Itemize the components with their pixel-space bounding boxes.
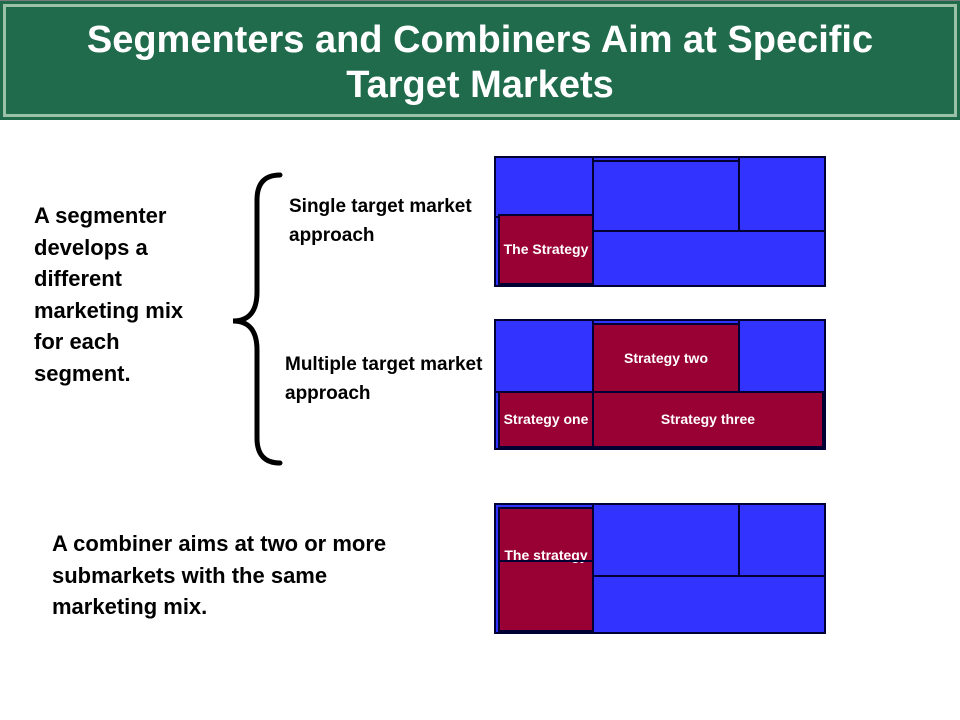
cell-divider — [498, 560, 592, 562]
combiner-description: A combiner aims at two or more submarket… — [52, 531, 387, 619]
market-cell — [592, 575, 826, 634]
market-cell — [592, 503, 740, 577]
market-cell — [592, 230, 826, 287]
market-cell — [592, 160, 740, 232]
title-bar: Segmenters and Combiners Aim at Specific… — [0, 0, 960, 120]
market-cell — [738, 156, 826, 232]
segmenter-description: A segmenter develops a different marketi… — [34, 203, 184, 386]
single-target-label: Single target market approach — [289, 196, 472, 246]
curly-brace — [232, 172, 283, 466]
strategy-one-cell: Strategy one — [498, 391, 594, 448]
strategy-cell: The strategy — [498, 507, 594, 632]
strategy-two-label: Strategy two — [623, 349, 708, 366]
market-cell — [494, 156, 594, 218]
strategy-two-cell: Strategy two — [592, 323, 740, 393]
strategy-one-label: Strategy one — [503, 411, 589, 427]
multiple-target-label: Multiple target market approach — [285, 354, 483, 404]
market-cell — [494, 319, 594, 393]
multiple-target-grid: Strategy two Strategy one Strategy three — [494, 319, 826, 450]
market-cell — [738, 319, 826, 393]
single-target-grid: The Strategy — [494, 156, 826, 287]
strategy-label: The strategy — [504, 547, 588, 563]
strategy-label: The Strategy — [503, 241, 589, 257]
market-cell — [738, 503, 826, 577]
page-title: Segmenters and Combiners Aim at Specific… — [86, 18, 874, 106]
strategy-three-label: Strategy three — [660, 411, 756, 427]
combiner-grid: The strategy — [494, 503, 826, 634]
strategy-three-cell: Strategy three — [592, 391, 824, 448]
strategy-cell: The Strategy — [498, 214, 594, 285]
